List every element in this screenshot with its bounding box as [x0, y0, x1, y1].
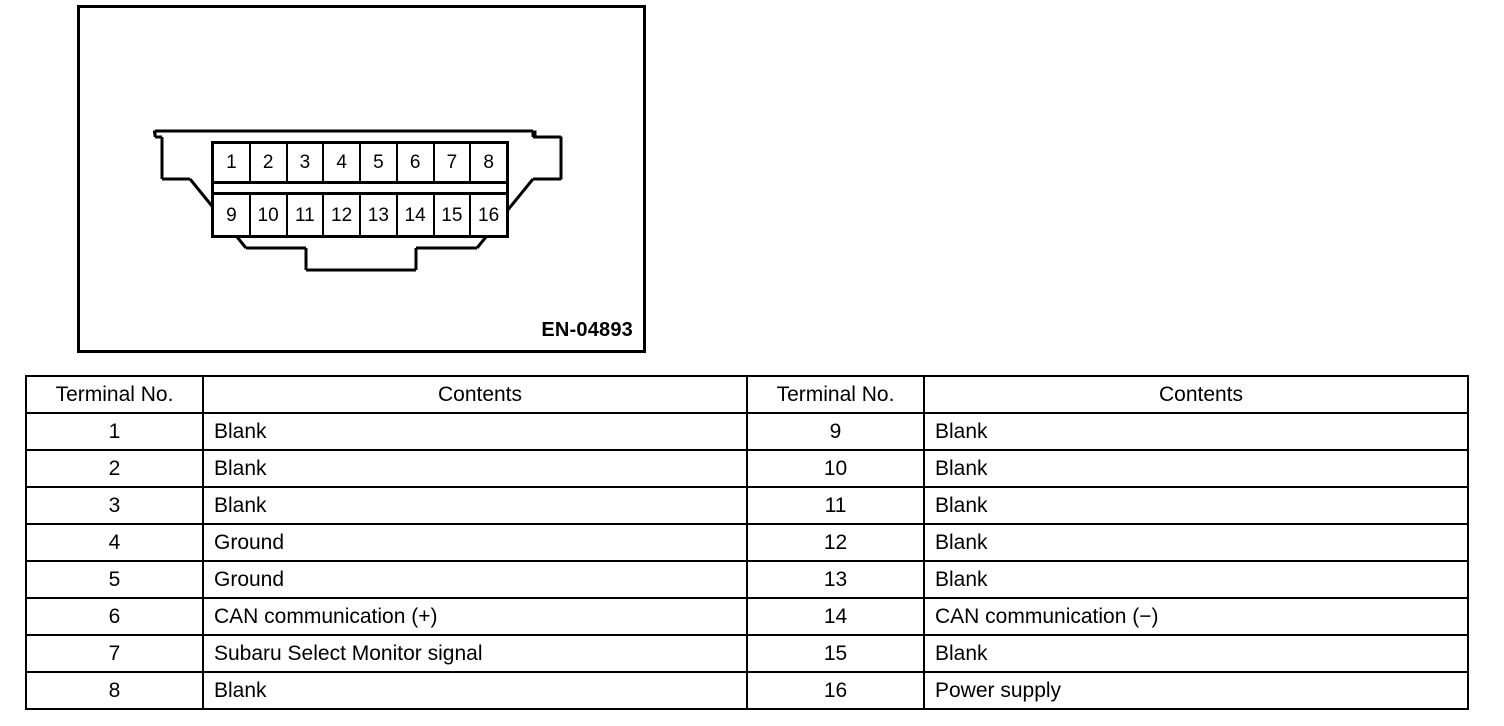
cell-contents-right: Power supply: [923, 671, 1469, 710]
pin-cell-11: 11: [288, 195, 325, 235]
pin-cell-7: 7: [435, 144, 472, 181]
pin-cell-2: 2: [251, 144, 288, 181]
header-terminal-left: Terminal No.: [25, 375, 204, 414]
connector-pin-grid: 1 2 3 4 5 6 7 8 9 10 11 12 13 14 15 16: [211, 141, 509, 238]
pin-grid-divider-band: [214, 184, 506, 195]
pin-cell-10: 10: [251, 195, 288, 235]
header-terminal-right: Terminal No.: [746, 375, 925, 414]
pin-row-bottom: 9 10 11 12 13 14 15 16: [214, 195, 506, 235]
cell-contents-left: Blank: [202, 412, 748, 451]
cell-contents-right: Blank: [923, 486, 1469, 525]
header-contents-right: Contents: [923, 375, 1469, 414]
terminal-contents-table: Terminal No. Contents Terminal No. Conte…: [25, 375, 1469, 710]
cell-terminal-right: 11: [746, 486, 925, 525]
pin-cell-3: 3: [288, 144, 325, 181]
pin-cell-9: 9: [214, 195, 251, 235]
cell-terminal-right: 10: [746, 449, 925, 488]
cell-terminal-right: 9: [746, 412, 925, 451]
header-contents-left: Contents: [202, 375, 748, 414]
pin-cell-6: 6: [398, 144, 435, 181]
cell-terminal-left: 3: [25, 486, 204, 525]
pin-cell-5: 5: [361, 144, 398, 181]
pin-cell-16: 16: [478, 204, 500, 226]
cell-contents-right: CAN communication (−): [923, 597, 1469, 636]
cell-terminal-left: 7: [25, 634, 204, 673]
cell-terminal-right: 13: [746, 560, 925, 599]
cell-contents-left: Blank: [202, 449, 748, 488]
cell-contents-right: Blank: [923, 634, 1469, 673]
cell-contents-left: Blank: [202, 486, 748, 525]
cell-terminal-left: 4: [25, 523, 204, 562]
cell-terminal-right: 12: [746, 523, 925, 562]
cell-terminal-right: 16: [746, 671, 925, 710]
pin-cell-1: 1: [214, 144, 251, 181]
cell-terminal-right: 14: [746, 597, 925, 636]
pin-cell-8: 8: [483, 152, 494, 173]
cell-contents-right: Blank: [923, 560, 1469, 599]
connector-figure-panel: 1 2 3 4 5 6 7 8 9 10 11 12 13 14 15 16 E…: [77, 5, 646, 353]
cell-contents-left: Subaru Select Monitor signal: [202, 634, 748, 673]
figure-reference-label: EN-04893: [541, 319, 633, 341]
cell-terminal-left: 1: [25, 412, 204, 451]
table-header-row: Terminal No. Contents Terminal No. Conte…: [25, 375, 1469, 414]
cell-contents-right: Blank: [923, 412, 1469, 451]
pin-cell-12: 12: [324, 195, 361, 235]
cell-terminal-left: 8: [25, 671, 204, 710]
cell-contents-right: Blank: [923, 523, 1469, 562]
cell-contents-left: CAN communication (+): [202, 597, 748, 636]
cell-terminal-left: 5: [25, 560, 204, 599]
cell-contents-right: Blank: [923, 449, 1469, 488]
cell-terminal-left: 6: [25, 597, 204, 636]
cell-terminal-right: 15: [746, 634, 925, 673]
pin-row-top: 1 2 3 4 5 6 7 8: [214, 144, 506, 184]
cell-terminal-left: 2: [25, 449, 204, 488]
pin-cell-14: 14: [398, 195, 435, 235]
pin-cell-15: 15: [435, 195, 472, 235]
cell-contents-left: Ground: [202, 560, 748, 599]
cell-contents-left: Blank: [202, 671, 748, 710]
pin-cell-4: 4: [324, 144, 361, 181]
pin-cell-13: 13: [361, 195, 398, 235]
cell-contents-left: Ground: [202, 523, 748, 562]
